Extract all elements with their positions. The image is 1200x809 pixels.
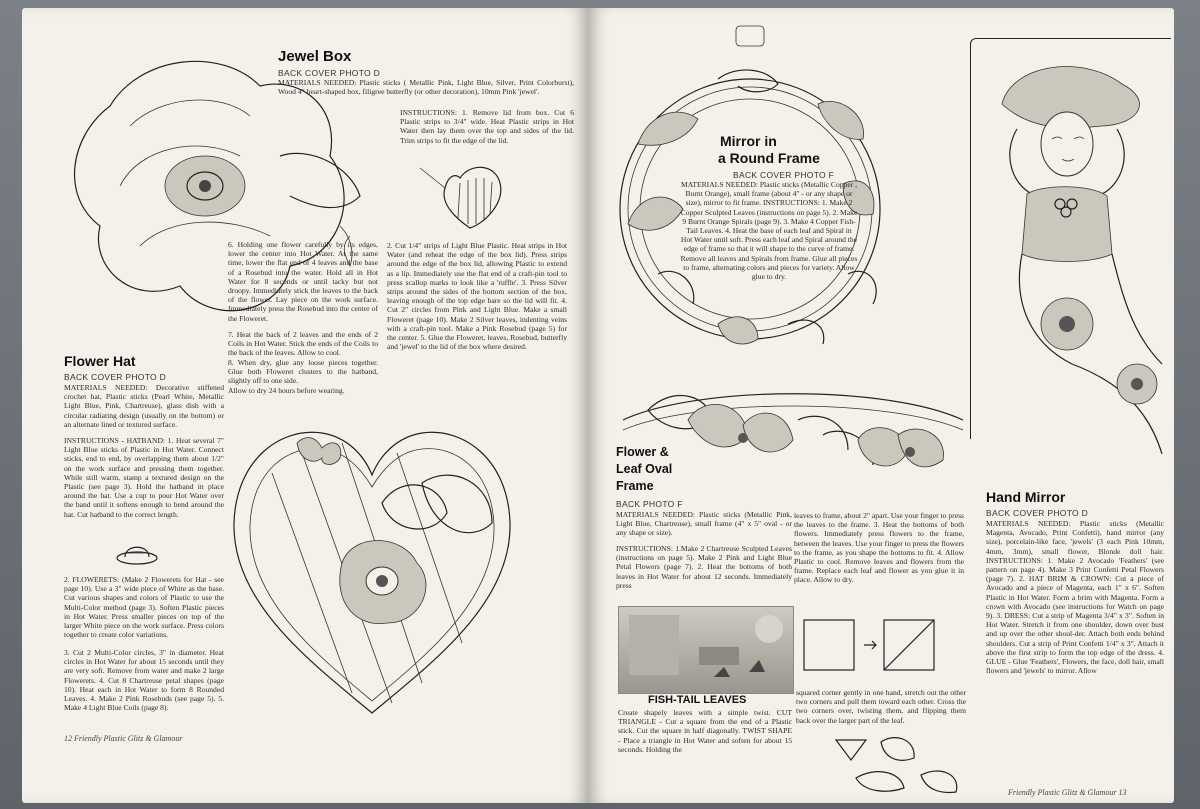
hat-icon — [116, 546, 158, 565]
fish-tail-text: Create shapely leaves with a simple twis… — [618, 708, 792, 754]
leaf-oval-title-1: Flower & — [616, 445, 669, 459]
leaf-oval-steps-2-4: leaves to frame, about 2" apart. Use you… — [794, 511, 964, 585]
flower-illustration — [74, 60, 361, 312]
mirror-round-photo-ref: BACK COVER PHOTO F — [733, 170, 835, 180]
leaf-oval-materials: MATERIALS NEEDED: Plastic sticks (Metall… — [616, 510, 792, 538]
hand-mirror-illustration — [1001, 66, 1163, 455]
hat-step-8: 8. When dry, glue any loose pieces toget… — [228, 358, 378, 386]
leaf-oval-instructions: INSTRUCTIONS: 1.Make 2 Chartreuse Sculpt… — [616, 544, 792, 590]
oval-frame-illustration — [622, 393, 964, 468]
hand-mirror-panel — [970, 38, 1171, 439]
heart-frame-illustration — [233, 431, 511, 714]
round-frame-illustration — [619, 25, 881, 345]
square-diagram — [803, 619, 935, 671]
fish-tail-title: FISH-TAIL LEAVES — [648, 694, 747, 706]
flower-hat-instructions: INSTRUCTIONS - HATBAND: 1. Heat several … — [64, 436, 224, 519]
mirror-round-title-1: Mirror in — [720, 133, 777, 149]
mirror-round-text: MATERIALS NEEDED: Plastic sticks (Metall… — [680, 180, 858, 282]
right-page: Mirror in a Round Frame BACK COVER PHOTO… — [588, 8, 1174, 803]
leaf-oval-photo-ref: BACK PHOTO F — [616, 499, 683, 509]
heart-box-illustration — [419, 166, 502, 229]
left-page-footer: 12 Friendly Plastic Glitz & Glamour — [64, 734, 183, 743]
jewel-box-steps-2-5: 2. Cut 1/4" strips of Light Blue Plastic… — [387, 241, 567, 352]
flower-hat-steps-3-5: 3. Cut 2 Multi-Color circles, 3" in diam… — [64, 648, 224, 713]
right-page-footer: Friendly Plastic Glitz & Glamour 13 — [1008, 788, 1127, 797]
hand-mirror-photo-ref: BACK COVER PHOTO D — [986, 508, 1089, 518]
jewel-box-title: Jewel Box — [278, 48, 352, 65]
flower-hat-title: Flower Hat — [64, 353, 136, 369]
flower-hat-materials: MATERIALS NEEDED: Decorative stiffened c… — [64, 383, 224, 429]
hat-dry-note: Allow to dry 24 hours before wearing. — [228, 386, 345, 395]
leaf-diagram — [834, 737, 958, 794]
flower-hat-flowerets: 2. FLOWERETS: (Make 2 Flowerets for Hat … — [64, 575, 224, 640]
jewel-box-photo-ref: BACK COVER PHOTO D — [278, 68, 381, 78]
hat-step-6: 6. Holding one flower carefully by its e… — [228, 240, 378, 323]
jewel-box-materials: MATERIALS NEEDED: Plastic sticks ( Metal… — [278, 78, 574, 97]
mirror-round-title-2: a Round Frame — [718, 150, 820, 166]
leaf-oval-title-3: Frame — [616, 479, 654, 493]
hand-mirror-title: Hand Mirror — [986, 489, 1066, 505]
flower-hat-photo-ref: BACK COVER PHOTO D — [64, 372, 167, 382]
jewel-box-instructions: INSTRUCTIONS: 1. Remove lid from box. Cu… — [400, 108, 574, 145]
fish-tail-text-continued: squared corner gently in one hand, stret… — [796, 688, 966, 725]
left-page: Jewel Box BACK COVER PHOTO D MATERIALS N… — [22, 8, 588, 803]
fish-tail-photo — [618, 606, 794, 694]
hat-step-7: 7. Heat the back of 2 leaves and the end… — [228, 330, 378, 358]
hand-mirror-text: MATERIALS NEEDED: Plastic sticks (Metall… — [986, 519, 1164, 676]
leaf-oval-title-2: Leaf Oval — [616, 462, 673, 476]
